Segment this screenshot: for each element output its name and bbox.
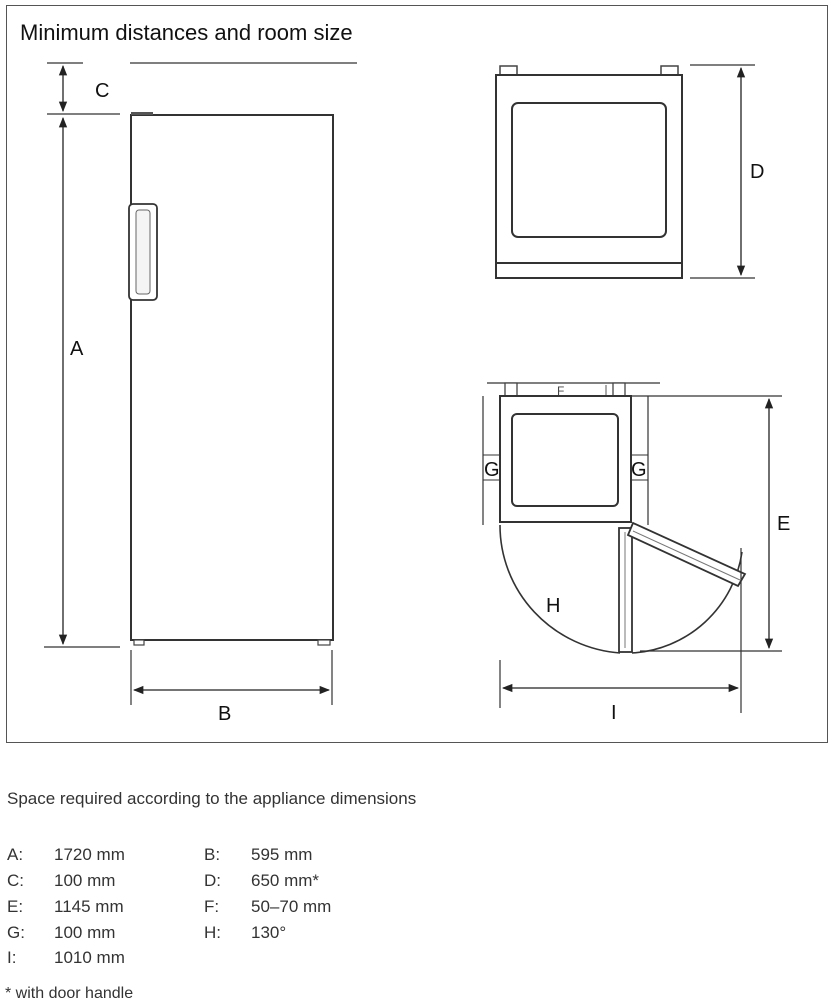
label-h: H <box>546 595 560 617</box>
spec-heading: Space required according to the applianc… <box>7 789 417 808</box>
label-g-right: G <box>631 459 647 481</box>
label-c: C <box>95 80 109 102</box>
spec-value: 100 mm <box>54 871 116 890</box>
spec-value: 1010 mm <box>54 948 125 967</box>
top-view-depth: D <box>495 64 764 279</box>
spec-value: 130° <box>251 923 287 942</box>
diagram-title: Minimum distances and room size <box>20 20 353 45</box>
door-swing-arc <box>499 524 621 654</box>
label-g-left: G <box>484 459 500 481</box>
spec-key: A: <box>7 845 24 864</box>
spec-value: 1720 mm <box>54 845 125 864</box>
label-f: F <box>557 384 564 398</box>
spec-value: 595 mm <box>251 845 313 864</box>
spec-value: 50–70 mm <box>251 897 332 916</box>
spec-value: 1145 mm <box>54 897 124 916</box>
spec-key: B: <box>204 845 221 864</box>
spec-value: 650 mm* <box>251 871 320 890</box>
fridge-top-door <box>495 262 683 279</box>
spec-key: G: <box>7 923 25 942</box>
label-a: A <box>70 338 84 360</box>
door-open-130 <box>626 521 747 588</box>
label-b: B <box>218 703 231 725</box>
top-view-door-open: F G G E H I <box>482 382 790 724</box>
spec-value: 100 mm <box>54 923 116 942</box>
spec-key: I: <box>7 948 17 967</box>
spec-key: F: <box>204 897 220 916</box>
label-i: I <box>611 702 617 724</box>
label-d: D <box>750 161 764 183</box>
footnote: * with door handle <box>5 985 134 1002</box>
dimension-drawing: C A B D F <box>44 62 790 725</box>
spec-key: D: <box>204 871 221 890</box>
spec-key: C: <box>7 871 24 890</box>
front-view: C A B <box>44 62 357 725</box>
spec-key: E: <box>7 897 24 916</box>
spec-key: H: <box>204 923 221 942</box>
label-e: E <box>777 513 790 535</box>
diagram-frame <box>6 5 828 743</box>
fridge-front <box>130 114 334 641</box>
